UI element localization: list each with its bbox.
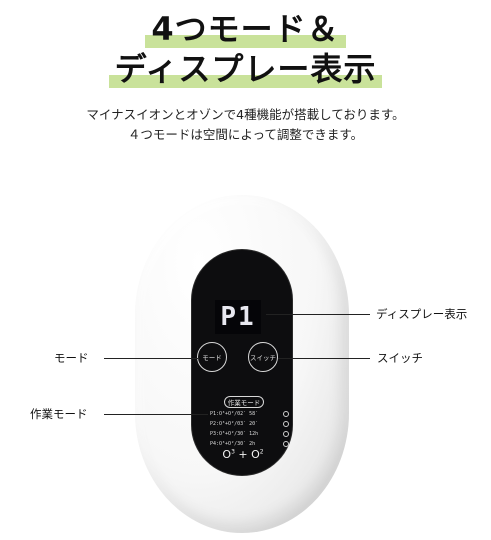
title-line-2: ディスプレー表示 — [0, 44, 491, 90]
mode-row-text: P4:O³+O²/30′ 2h — [210, 441, 256, 447]
display-callout-line — [266, 314, 370, 315]
switch-button[interactable]: スイッチ — [248, 342, 278, 372]
mode-row-text: P3:O³+O²/30′ 12h — [210, 431, 259, 437]
mode-row: P3:O³+O²/30′ 12h — [210, 431, 290, 437]
work-mode-callout-label: 作業モード — [30, 407, 88, 421]
ozone-oxygen-label: O3 + O2 — [222, 448, 264, 461]
mode-callout-line — [104, 358, 198, 359]
mode-row: P4:O³+O²/30′ 2h — [210, 441, 290, 447]
mode-row: P2:O³+O²/03′ 20′ — [210, 421, 290, 427]
description-line-2: ４つモードは空間によって調整できます。 — [127, 127, 364, 142]
mode-led-indicator — [283, 441, 289, 447]
title-line-1: 4つモード＆ — [0, 4, 491, 50]
mode-callout-label: モード — [54, 351, 89, 365]
led-display: P1 — [215, 300, 261, 334]
title-text-1: 4つモード＆ — [151, 10, 340, 48]
description-line-1: マイナスイオンとオゾンで4種機能が搭載しております。 — [86, 107, 405, 122]
title-highlight — [108, 75, 383, 88]
switch-callout-line — [278, 358, 370, 359]
mode-led-indicator — [283, 411, 289, 417]
title-highlight — [145, 35, 346, 48]
title-text-2: ディスプレー表示 — [114, 50, 377, 88]
display-callout-label: ディスプレー表示 — [376, 307, 468, 321]
work-mode-callout-line — [104, 414, 208, 415]
display-text: P1 — [220, 302, 256, 332]
work-mode-tag: 作業モード — [224, 396, 264, 408]
mode-row-text: P2:O³+O²/03′ 20′ — [210, 421, 259, 427]
switch-callout-label: スイッチ — [377, 351, 423, 365]
mode-button[interactable]: モード — [197, 342, 227, 372]
mode-led-indicator — [283, 421, 289, 427]
mode-led-indicator — [283, 431, 289, 437]
mode-row-text: P1:O³+O²/02′ 58′ — [210, 411, 259, 417]
mode-row: P1:O³+O²/02′ 58′ — [210, 411, 290, 417]
